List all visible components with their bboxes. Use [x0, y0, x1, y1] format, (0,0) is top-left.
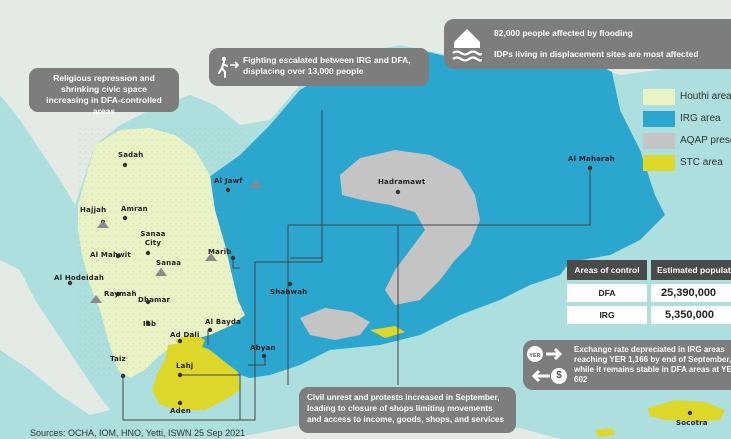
city-label-shabwah: Shabwah — [270, 288, 308, 296]
walking-person-icon — [218, 56, 240, 78]
callout-religion-text: Religious repression and shrinking civic… — [46, 73, 162, 116]
stc-area — [152, 342, 240, 410]
leader-taiz — [122, 376, 240, 421]
sources-note: Sources: OCHA, IOM, HNO, Yetti, ISWN 25 … — [30, 428, 246, 438]
aqap-hadramawt — [340, 150, 480, 305]
callout-flooding: 82,000 people affected by flooding IDPs … — [444, 19, 731, 69]
dot-socotra — [687, 410, 693, 416]
leader-abyan — [248, 356, 266, 366]
table-header-population: Estimated population — [651, 260, 731, 280]
exchange-yer-badge: YER — [529, 353, 541, 359]
city-label-hadramawt: Hadramawt — [378, 178, 426, 186]
stc-coast — [370, 326, 405, 338]
city-label-al-maharah: Al Maharah — [568, 155, 615, 163]
table-cell-pop-irg: 5,350,000 — [651, 306, 731, 324]
leader-lahj — [180, 374, 241, 420]
legend-aqap: AQAP presence — [643, 133, 731, 149]
callout-exchange-text: Exchange rate depreciated in IRG areas r… — [574, 345, 731, 384]
dot-al-hodeidah — [67, 280, 73, 286]
aqap-shabwah — [300, 308, 370, 340]
dot-ad-dali — [177, 338, 183, 344]
leader-lines — [122, 110, 591, 421]
city-label-sanaa: Sanaa — [156, 259, 182, 267]
legend-label-stc: STC area — [680, 157, 723, 168]
dot-al-bayda — [207, 327, 213, 333]
dot-al-maharah — [587, 165, 593, 171]
city-label-amran: Amran — [121, 205, 148, 213]
dot-sadah — [122, 162, 128, 168]
city-label-marib: Marib — [208, 248, 232, 256]
callout-flooding-line2: IDPs living in displacement sites are mo… — [494, 49, 699, 59]
dot-lahj — [177, 372, 183, 378]
callout-exchange: YER $ Exchange rate depreciated in IRG a… — [523, 340, 731, 390]
city-label-lahj: Lahj — [176, 362, 194, 370]
table-cell-area-dfa: DFA — [567, 284, 647, 302]
dot-ibb — [145, 320, 151, 326]
dot-aden — [177, 400, 183, 406]
legend-houthi: Houthi area — [643, 89, 731, 105]
city-label-raymah: Raymah — [104, 290, 137, 298]
dot-dhamar — [145, 299, 151, 305]
city-label-hajjah: Hajjah — [80, 206, 107, 214]
city-label-socotra: Socotra — [676, 419, 708, 427]
leader-fighting-2 — [235, 110, 323, 421]
city-label-sanaa-city: Sanaa City — [140, 230, 166, 247]
city-label-al-hodeidah: Al Hodeidah — [54, 274, 104, 282]
leader-marib — [232, 258, 240, 269]
legend-swatch-stc — [643, 155, 675, 171]
city-label-sadah: Sadah — [118, 151, 144, 159]
city-label-ad-dali: Ad Dali — [170, 331, 200, 339]
dot-al-mahwit — [115, 253, 121, 259]
city-label-al-mahwit: Al Mahwit — [90, 251, 131, 259]
city-label-al-bayda: Al Bayda — [205, 318, 241, 326]
table-header-area: Areas of control — [567, 260, 647, 280]
city-label-aden: Aden — [170, 407, 191, 415]
currency-exchange-icon — [527, 346, 567, 384]
dot-shabwah — [287, 281, 293, 287]
city-label-al-jawf: Al Jawf — [214, 177, 243, 185]
table-cell-pop-dfa: 25,390,000 — [651, 284, 731, 302]
city-label-taiz: Taiz — [110, 355, 126, 363]
dot-taiz — [120, 373, 126, 379]
callout-fighting: Fighting escalated between IRG and DFA, … — [209, 48, 429, 86]
dot-hadramawt — [395, 189, 401, 195]
houthi-terrain — [78, 128, 246, 378]
leader-unrest-2 — [287, 224, 399, 385]
idp-camp-icon — [90, 180, 262, 303]
dot-amran — [122, 215, 128, 221]
exchange-dollar-sign: $ — [556, 370, 562, 381]
dot-raymah — [115, 291, 121, 297]
dot-al-jawf — [225, 187, 231, 193]
callout-unrest-text: Civil unrest and protests increased in S… — [307, 393, 505, 424]
dot-sanaa-city — [145, 250, 151, 256]
dot-abyan — [261, 353, 267, 359]
flood-house-icon — [452, 29, 482, 62]
callout-unrest: Civil unrest and protests increased in S… — [299, 387, 516, 433]
legend-label-aqap: AQAP presence — [680, 135, 731, 146]
stc-dali — [175, 333, 205, 355]
city-label-abyan: Abyan — [250, 344, 276, 352]
small-island — [595, 428, 615, 437]
socotra-island — [648, 400, 725, 422]
legend-irg: IRG area — [643, 111, 731, 127]
city-label-dhamar: Dhamar — [138, 296, 171, 304]
callout-religion: Religious repression and shrinking civic… — [29, 68, 179, 116]
legend-label-houthi: Houthi area — [680, 91, 731, 102]
legend-swatch-irg — [643, 111, 675, 127]
legend-label-irg: IRG area — [680, 113, 721, 124]
legend-stc: STC area — [643, 155, 731, 171]
legend-swatch-houthi — [643, 89, 675, 105]
table-cell-area-irg: IRG — [567, 306, 647, 324]
callout-flooding-line1: 82,000 people affected by flooding — [494, 28, 633, 38]
legend-swatch-aqap — [643, 133, 675, 149]
city-label-ibb: Ibb — [143, 320, 157, 328]
callout-fighting-text: Fighting escalated between IRG and DFA, … — [243, 55, 411, 76]
dot-marib — [230, 255, 236, 261]
